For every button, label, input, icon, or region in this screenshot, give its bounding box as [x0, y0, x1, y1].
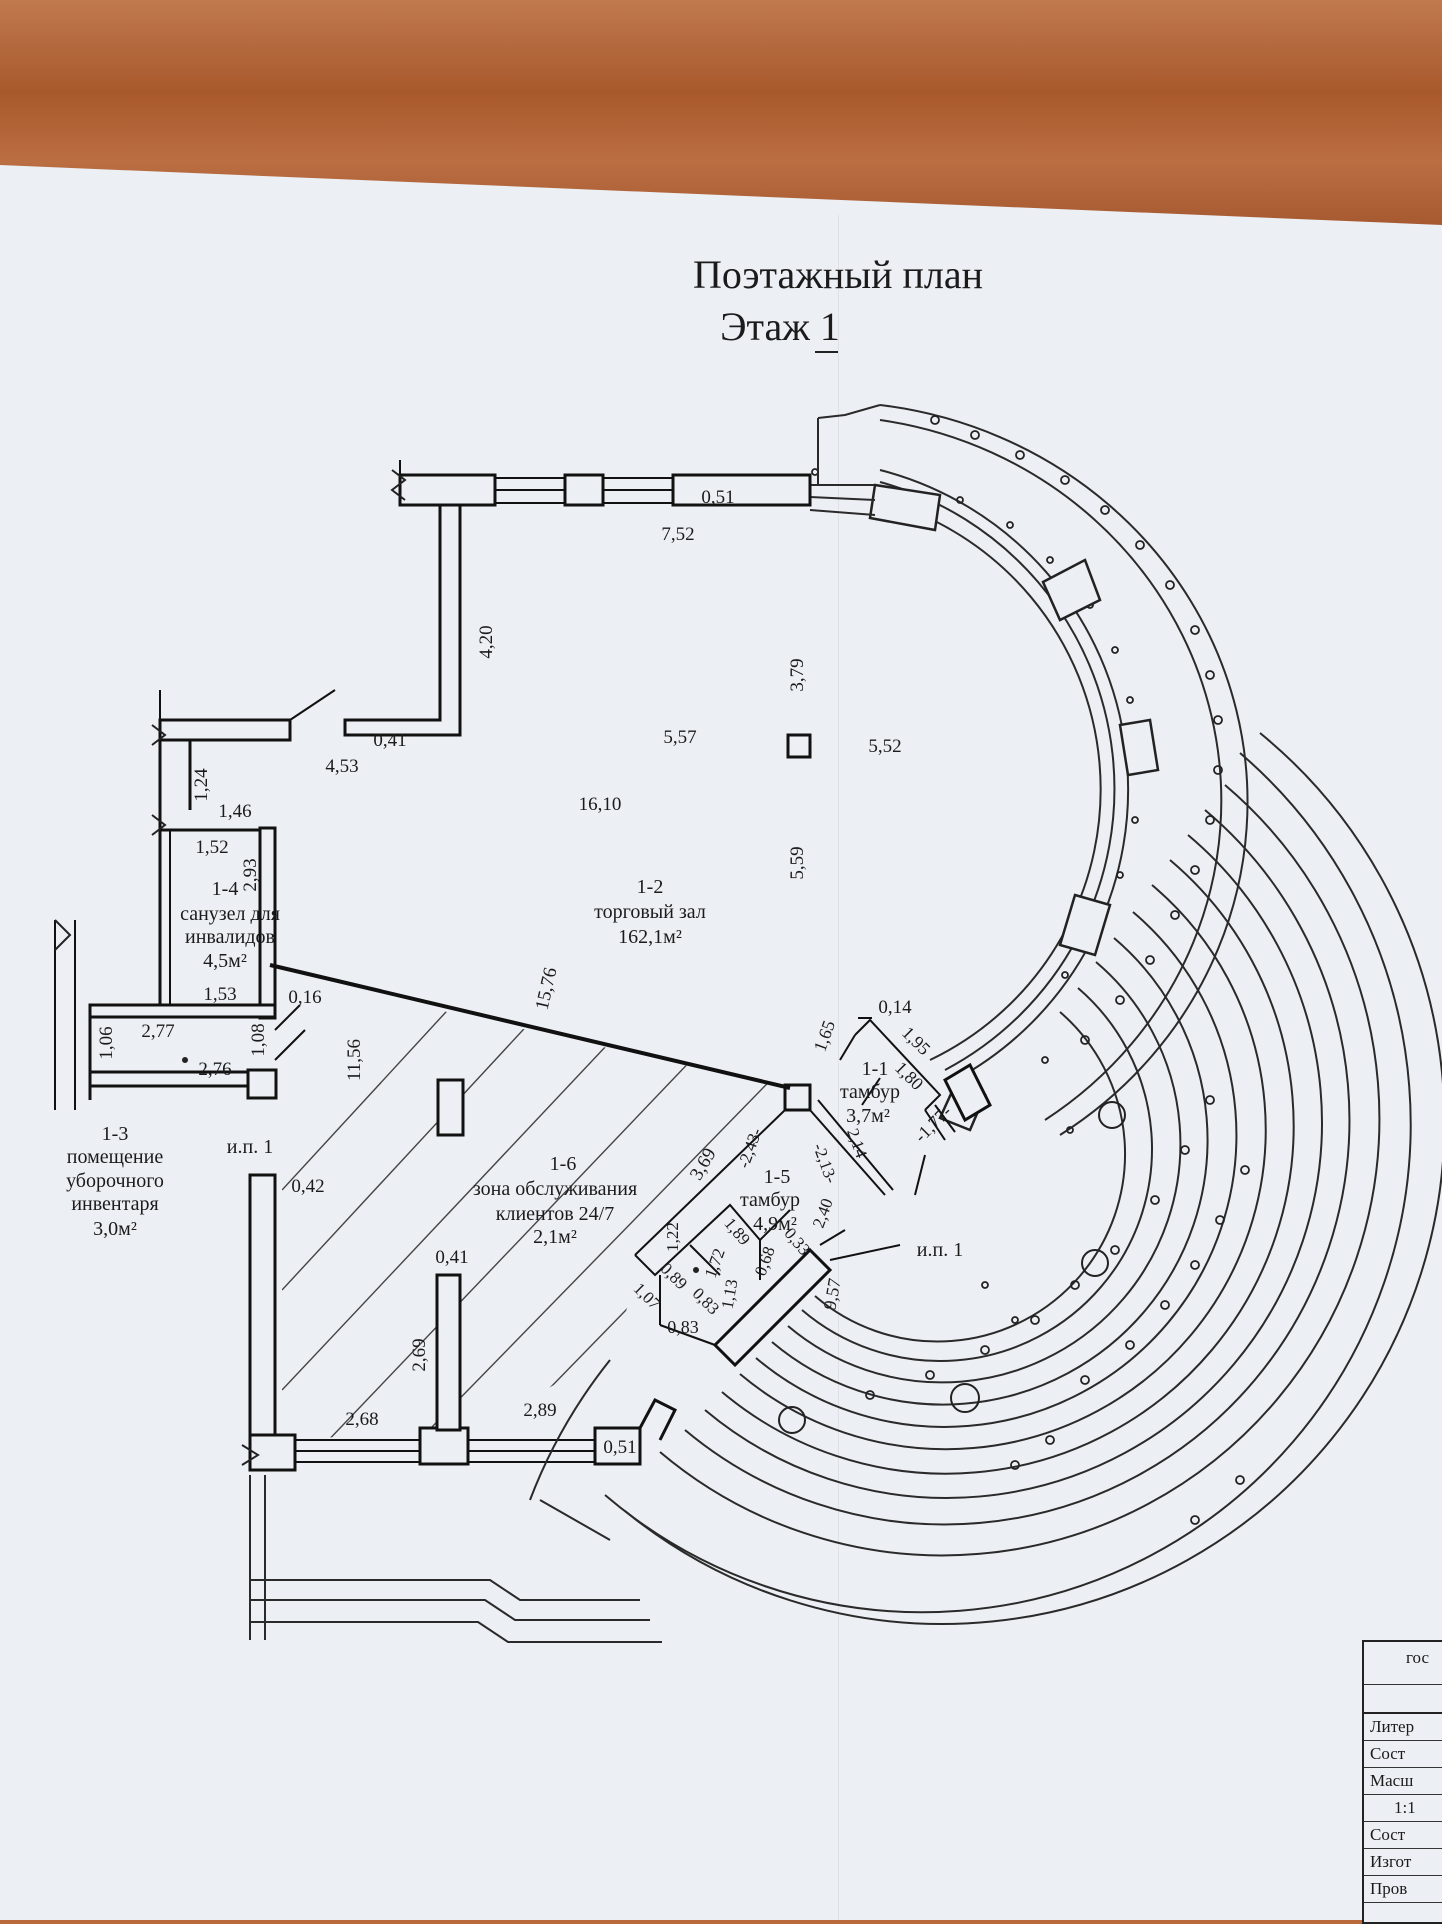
room-marker: [693, 1267, 699, 1273]
dim: 2,40: [809, 1196, 837, 1230]
dim: 2,93: [240, 858, 261, 891]
dim: 1,24: [191, 768, 212, 802]
dim: 1,52: [195, 837, 228, 858]
dimensions: 0,51 7,52 4,20 3,79 0,41 4,53 5,57 5,52 …: [96, 487, 955, 1458]
dim: 11,56: [344, 1039, 365, 1081]
dim: 0,89: [657, 1259, 691, 1293]
entry-point-label: и.п. 1: [917, 1239, 963, 1261]
dim: 1,95: [898, 1023, 934, 1059]
title-block-row: Сост: [1364, 1741, 1442, 1768]
title-block-row: Изгот: [1364, 1849, 1442, 1876]
dim: 2,69: [409, 1338, 430, 1371]
entry-point-label: и.п. 1: [227, 1136, 273, 1158]
dim: 5,57: [663, 727, 696, 748]
title-block: Литер Сост Масш 1:1 Сост Изгот Пров: [1362, 1712, 1442, 1924]
room-1-5-name: тамбур: [740, 1189, 800, 1211]
title-block-row: Масш: [1364, 1768, 1442, 1795]
diagonal-line: [269, 963, 791, 1090]
room-1-4-area: 4,5м²: [203, 950, 247, 972]
dim: 15,76: [532, 966, 562, 1012]
room-1-4-name2: инвалидов: [185, 926, 275, 948]
dim: 1,06: [96, 1026, 117, 1059]
dim: -2,13-: [809, 1141, 841, 1186]
room-1-1-area: 3,7м²: [846, 1105, 890, 1127]
dim: 1,13: [718, 1278, 742, 1311]
dim: 7,52: [661, 524, 694, 545]
title-block-header: гос: [1362, 1640, 1442, 1712]
dim: 2,89: [523, 1400, 556, 1421]
paper-fold: [838, 215, 840, 1920]
break-marks: [54, 469, 407, 1466]
room-1-5-id: 1-5: [764, 1166, 791, 1188]
room-1-3-name1: помещение: [67, 1146, 164, 1168]
entrance-ramp: [249, 1359, 662, 1643]
dim: 4,53: [325, 756, 358, 777]
room-1-1-name: тамбур: [840, 1081, 900, 1103]
paper-sheet: [0, 165, 1442, 1920]
room-1-2-area: 162,1м²: [618, 926, 682, 948]
dim: 0,14: [878, 997, 912, 1018]
room-1-6-name2: клиентов 24/7: [496, 1203, 614, 1225]
dim: 0,41: [435, 1247, 468, 1268]
dim: 16,10: [579, 794, 622, 815]
stair-steps: [604, 732, 1442, 1626]
room-1-3-area: 3,0м²: [93, 1218, 137, 1240]
dim: -2,43-: [734, 1125, 766, 1170]
dim: 1,72: [701, 1246, 729, 1280]
dim: 2,14: [843, 1126, 871, 1161]
room-1-5-area: 4,9м²: [753, 1213, 797, 1235]
dim: 2,77: [141, 1021, 174, 1042]
dim: 0,41: [373, 730, 406, 751]
room-1-6-area: 2,1м²: [533, 1226, 577, 1248]
dim: 0,83: [667, 1317, 699, 1337]
dim: 1,08: [248, 1023, 269, 1056]
dim: 4,20: [476, 625, 497, 658]
room-labels: 1-2 торговый зал 162,1м² 1-4 санузел для…: [66, 876, 963, 1261]
room-1-6-id: 1-6: [550, 1153, 577, 1175]
dim: 2,76: [198, 1059, 231, 1080]
dim: 1,46: [218, 801, 251, 822]
walls: [54, 460, 992, 1472]
dim: 0,51: [603, 1437, 636, 1458]
title-block-row: Сост: [1364, 1822, 1442, 1849]
floor-title: Этаж 1: [720, 304, 840, 349]
room-1-1-id: 1-1: [862, 1058, 889, 1080]
dim: 2,68: [345, 1409, 378, 1430]
columns: [778, 1101, 1126, 1434]
room-marker: [182, 1057, 188, 1063]
room-1-2-id: 1-2: [637, 876, 664, 898]
plan-title: Поэтажный план: [693, 252, 983, 297]
room-1-3-id: 1-3: [102, 1123, 129, 1145]
title-block-row: Литер: [1364, 1714, 1442, 1741]
title-block-row: 1:1: [1364, 1795, 1442, 1822]
top-corridor: [809, 404, 881, 516]
dim: 5,52: [868, 736, 901, 757]
room-1-6-name1: зона обслуживания: [473, 1178, 637, 1200]
room-1-3-name3: инвентаря: [71, 1193, 158, 1215]
dim: 5,59: [787, 846, 808, 879]
dim: 1,22: [663, 1222, 682, 1252]
dim: 3,79: [787, 658, 808, 691]
dim: 0,51: [701, 487, 734, 508]
room-1-3-name2: уборочного: [66, 1170, 164, 1192]
dim: 0,16: [288, 987, 321, 1008]
room-1-4-id: 1-4: [212, 878, 239, 900]
dim: 9,57: [820, 1277, 845, 1311]
room-1-2-name: торговый зал: [594, 901, 706, 923]
dim: 0,42: [291, 1176, 324, 1197]
title-block-org: гос: [1406, 1648, 1430, 1667]
dim: 1,65: [810, 1018, 840, 1054]
room-1-4-name1: санузел для: [180, 903, 280, 925]
title-block-row: Пров: [1364, 1876, 1442, 1903]
gallery-posts: [811, 415, 1250, 1525]
dim: 1,89: [720, 1214, 754, 1249]
dim: 0,68: [751, 1244, 779, 1278]
dim: 1,53: [203, 984, 236, 1005]
